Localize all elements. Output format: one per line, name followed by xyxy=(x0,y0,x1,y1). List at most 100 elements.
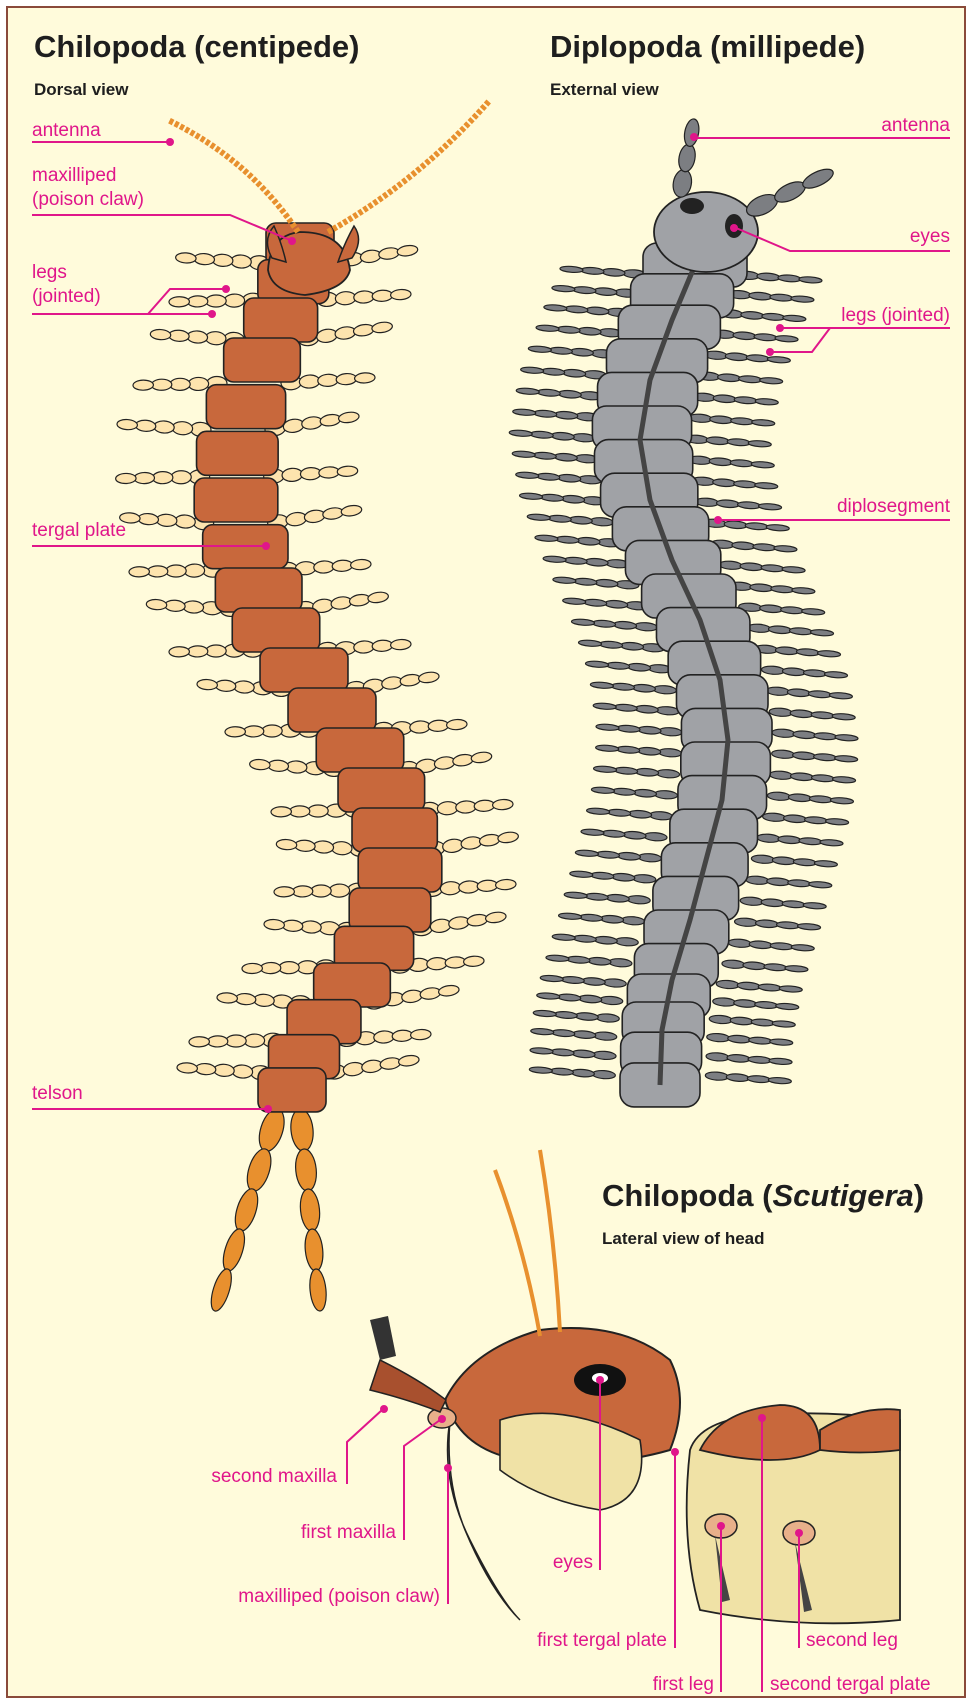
leg-segment xyxy=(224,294,245,307)
leg-segment xyxy=(151,379,172,391)
leg-segment xyxy=(183,600,204,613)
leg-segment xyxy=(260,962,281,974)
scutigera-second-maxilla xyxy=(370,1360,446,1412)
leg-segment xyxy=(614,704,637,712)
centipede-tergite xyxy=(197,431,279,475)
leg-segment xyxy=(134,472,155,484)
centipede-tail-legs xyxy=(207,1106,328,1314)
leg-segment xyxy=(519,492,542,500)
leg-segment xyxy=(575,1012,599,1021)
leg-segment xyxy=(353,290,374,303)
pointer-scutigera-maxilliped xyxy=(444,1464,452,1472)
leg-segment xyxy=(824,671,847,679)
leg-segment xyxy=(832,713,855,721)
leg-segment xyxy=(747,623,771,633)
millipede-right-leg xyxy=(772,728,858,741)
millipede-right-leg xyxy=(696,371,782,384)
leg-segment xyxy=(379,1057,401,1071)
label-millipede-antenna: antenna xyxy=(881,115,950,136)
scutigera-antenna-right xyxy=(540,1150,560,1332)
pointer-millipede-legs-upper xyxy=(776,324,784,332)
millipede-left-leg xyxy=(586,807,672,820)
leg-segment xyxy=(606,662,629,670)
leg-segment xyxy=(298,1188,321,1232)
leg-segment xyxy=(184,564,205,577)
leg-segment xyxy=(562,369,586,378)
leg-segment xyxy=(740,896,764,906)
millipede-left-leg xyxy=(591,786,677,799)
leg-segment xyxy=(244,1034,265,1047)
leg-segment xyxy=(814,732,837,740)
leg-segment xyxy=(578,639,601,647)
leg-segment xyxy=(758,503,781,511)
leg-segment xyxy=(429,918,451,934)
leg-segment xyxy=(638,853,662,863)
leg-segment xyxy=(242,963,263,974)
leg-segment xyxy=(695,497,719,507)
leg-segment xyxy=(235,993,256,1005)
leg-segment xyxy=(350,559,371,570)
leg-segment xyxy=(147,566,168,578)
leg-segment xyxy=(544,304,567,312)
leg-segment xyxy=(529,1066,552,1074)
leg-segment xyxy=(279,961,300,973)
leg-segment xyxy=(564,557,587,565)
millipede-right-leg xyxy=(734,917,820,930)
leg-segment xyxy=(730,1017,754,1026)
leg-segment xyxy=(574,578,597,586)
leg-segment xyxy=(799,276,822,284)
leg-segment xyxy=(474,800,495,812)
leg-segment xyxy=(733,331,757,340)
leg-segment xyxy=(804,816,827,824)
millipede-right-leg xyxy=(769,707,855,720)
leg-segment xyxy=(264,919,285,930)
leg-segment xyxy=(197,679,218,690)
leg-segment xyxy=(791,295,814,303)
millipede-right-leg xyxy=(769,770,855,783)
leg-segment xyxy=(322,507,344,521)
leg-segment xyxy=(778,835,802,844)
leg-segment xyxy=(585,558,609,567)
leg-segment xyxy=(761,665,785,675)
leg-segment xyxy=(792,587,815,595)
leg-segment xyxy=(446,719,467,730)
millipede-left-leg xyxy=(578,639,664,652)
leg-segment xyxy=(734,480,757,488)
millipede-head xyxy=(654,118,836,272)
leg-segment xyxy=(749,292,773,301)
millipede-left-leg xyxy=(519,492,605,505)
leg-segment xyxy=(497,831,519,844)
millipede-right-leg xyxy=(766,686,852,699)
leg-segment xyxy=(367,591,389,604)
leg-segment xyxy=(633,874,657,884)
leg-segment xyxy=(418,671,440,684)
leg-segment xyxy=(271,807,292,818)
leg-segment xyxy=(249,759,270,770)
leg-segment xyxy=(656,769,680,779)
leg-segment xyxy=(780,606,803,614)
leg-segment xyxy=(623,831,647,840)
leg-segment xyxy=(746,354,769,362)
leg-segment xyxy=(706,436,730,445)
leg-segment xyxy=(153,420,174,433)
leg-segment xyxy=(135,420,156,432)
leg-segment xyxy=(213,1064,234,1077)
millipede-right-leg xyxy=(706,1052,792,1065)
scutigera-title-genus: Scutigera xyxy=(772,1178,913,1213)
leg-segment xyxy=(341,504,363,517)
leg-segment xyxy=(177,1062,198,1073)
leg-segment xyxy=(653,685,677,695)
leg-segment xyxy=(168,330,189,342)
centipede-tergite xyxy=(215,568,302,612)
leg-segment xyxy=(813,753,836,761)
leg-segment xyxy=(740,562,764,571)
leg-segment xyxy=(381,675,403,690)
leg-segment xyxy=(785,965,808,973)
leg-segment xyxy=(440,881,461,895)
millipede-left-leg xyxy=(558,912,644,925)
leg-segment xyxy=(534,410,557,418)
leg-segment xyxy=(551,432,575,441)
millipede-right-leg xyxy=(746,875,832,888)
leg-segment xyxy=(560,266,583,274)
leg-segment xyxy=(300,467,321,480)
